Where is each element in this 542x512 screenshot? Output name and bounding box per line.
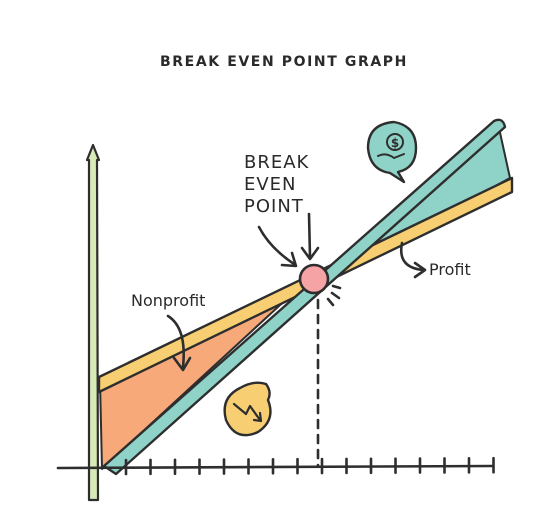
svg-text:$: $ [391,136,399,150]
break-even-arrows [257,212,320,268]
break-even-label-line2: EVEN [244,174,297,195]
dollar-hand-icon: $ [366,120,418,184]
nonprofit-arrow [166,314,192,372]
profit-arrow [399,241,427,279]
break-even-emphasis-marks [326,284,342,307]
revenue-line [102,118,507,476]
page-title: BREAK EVEN POINT GRAPH [160,54,408,70]
y-axis [85,143,101,502]
break-even-point [298,263,330,295]
profit-label: Profit [429,260,471,279]
x-axis-ticks [124,456,495,476]
break-even-label-line1: BREAK [244,152,310,173]
break-even-label-line3: POINT [244,196,304,217]
nonprofit-label: Nonprofit [131,291,205,310]
falling-arrow-icon [223,381,272,437]
